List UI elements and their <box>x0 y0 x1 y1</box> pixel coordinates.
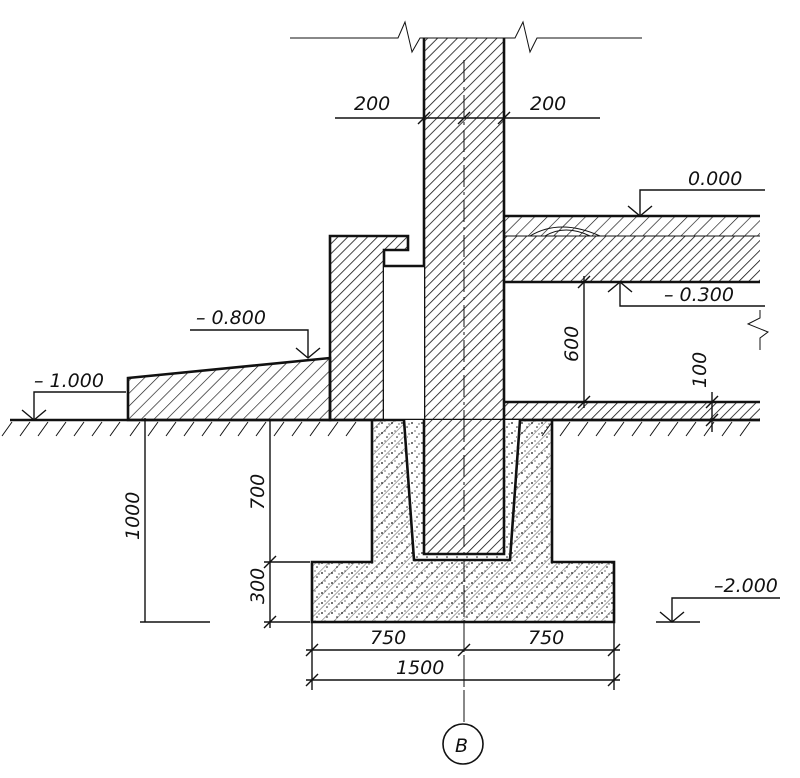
ground-hatch-tick <box>721 421 733 437</box>
dim-wall-right-label: 200 <box>530 93 566 115</box>
ground-hatch-tick <box>667 421 679 437</box>
ground-hatch-tick <box>129 421 141 437</box>
ground-hatch-tick <box>345 421 357 437</box>
dim-footing-halves <box>305 622 621 690</box>
ground-hatch-tick <box>109 421 121 437</box>
dim-700-300 <box>263 420 310 629</box>
dim-600 <box>577 275 591 409</box>
ground-hatch-tick <box>577 421 589 437</box>
plinth-block <box>328 234 424 422</box>
dim-700-label: 700 <box>247 474 269 510</box>
ground-hatch-tick <box>255 421 267 437</box>
ground-hatch-tick <box>91 421 103 437</box>
axis-label: В <box>455 735 468 757</box>
dim-footing-total <box>305 673 621 687</box>
ground-hatch-tick <box>631 421 643 437</box>
ground-hatch-tick <box>19 421 31 437</box>
level-marker-minus-1000 <box>21 391 126 421</box>
ground-hatch-tick <box>649 421 661 437</box>
ground-hatch-tick <box>291 421 303 437</box>
ground-hatch-tick <box>183 421 195 437</box>
dim-1000-label: 1000 <box>122 492 144 540</box>
lower-slab <box>504 400 760 422</box>
level-marker-minus-0300 <box>607 281 765 307</box>
dim-300-label: 300 <box>247 568 269 604</box>
dim-1500-label: 1500 <box>396 657 444 679</box>
ground-hatch-tick <box>559 421 571 437</box>
right-break-line <box>746 310 770 350</box>
dim-100 <box>705 392 719 432</box>
dim-1000 <box>140 418 210 623</box>
ground-hatch-tick <box>685 421 697 437</box>
level-0000-label: 0.000 <box>688 168 742 190</box>
level-minus-0800-label: – 0.800 <box>196 307 266 329</box>
dim-600-label: 600 <box>561 326 583 362</box>
dim-wall-thickness <box>335 111 600 125</box>
dim-100-label: 100 <box>689 352 711 388</box>
ground-hatch-tick <box>73 421 85 437</box>
dim-750-right-label: 750 <box>528 627 564 649</box>
ground-hatch-tick <box>219 421 231 437</box>
blind-area <box>126 356 332 422</box>
axis-bubble <box>442 723 484 765</box>
dim-wall-left-label: 200 <box>354 93 390 115</box>
ground-hatch-tick <box>739 421 751 437</box>
ground-hatch-tick <box>55 421 67 437</box>
level-minus-1000-label: – 1.000 <box>34 370 104 392</box>
ground-hatch-tick <box>613 421 625 437</box>
level-marker-minus-2000 <box>656 597 780 623</box>
level-marker-minus-0800 <box>190 329 321 359</box>
floor-slab <box>504 214 760 284</box>
ground-hatch-tick <box>147 421 159 437</box>
level-marker-0000 <box>627 189 765 217</box>
level-minus-2000-label: –2.000 <box>714 575 778 597</box>
ground-hatch-tick <box>165 421 177 437</box>
ground-hatch-tick <box>327 421 339 437</box>
ground-hatch-tick <box>273 421 285 437</box>
ground-hatch-tick <box>237 421 249 437</box>
ground-hatch-tick <box>201 421 213 437</box>
ground-hatch-tick <box>595 421 607 437</box>
socket-grout <box>406 422 518 559</box>
ground-hatch-tick <box>309 421 321 437</box>
dim-750-left-label: 750 <box>370 627 406 649</box>
level-minus-0300-label: – 0.300 <box>664 284 734 306</box>
ground-hatch-tick <box>1 421 13 437</box>
ground-hatch-tick <box>37 421 49 437</box>
